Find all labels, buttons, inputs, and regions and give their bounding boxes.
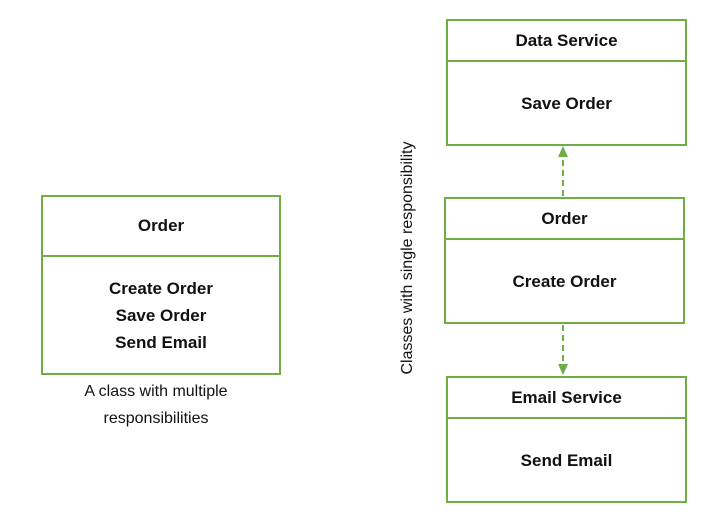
caption-line-2: responsibilities <box>103 410 209 427</box>
method-save-order-ds: Save Order <box>521 93 612 113</box>
arrowhead-down <box>558 364 568 375</box>
data-service-methods: Save Order <box>448 62 685 144</box>
method-send-email: Send Email <box>115 332 207 352</box>
order-class-single-title: Order <box>541 208 588 228</box>
data-service-class: Data Service Save Order <box>446 19 687 146</box>
multi-responsibility-caption: A class with multiple responsibilities <box>41 378 271 432</box>
order-class-multi: Order Create Order Save Order Send Email <box>41 195 281 375</box>
email-service-methods: Send Email <box>448 419 685 501</box>
method-create-order-single: Create Order <box>512 271 617 291</box>
arrowhead-up <box>558 146 568 157</box>
order-class-single: Order Create Order <box>444 197 685 324</box>
order-class-multi-methods: Create Order Save Order Send Email <box>43 257 279 373</box>
email-service-header: Email Service <box>448 378 685 419</box>
data-service-header: Data Service <box>448 21 685 62</box>
order-class-single-methods: Create Order <box>446 240 683 322</box>
caption-line-1: A class with multiple <box>84 383 228 400</box>
email-service-title: Email Service <box>511 387 622 407</box>
method-create-order: Create Order <box>109 278 213 298</box>
method-save-order: Save Order <box>115 305 207 325</box>
order-class-multi-header: Order <box>43 197 279 257</box>
data-service-title: Data Service <box>515 30 618 50</box>
order-class-multi-title: Order <box>137 216 185 235</box>
email-service-class: Email Service Send Email <box>446 376 687 503</box>
method-send-email-es: Send Email <box>520 450 613 470</box>
order-class-single-header: Order <box>446 199 683 240</box>
